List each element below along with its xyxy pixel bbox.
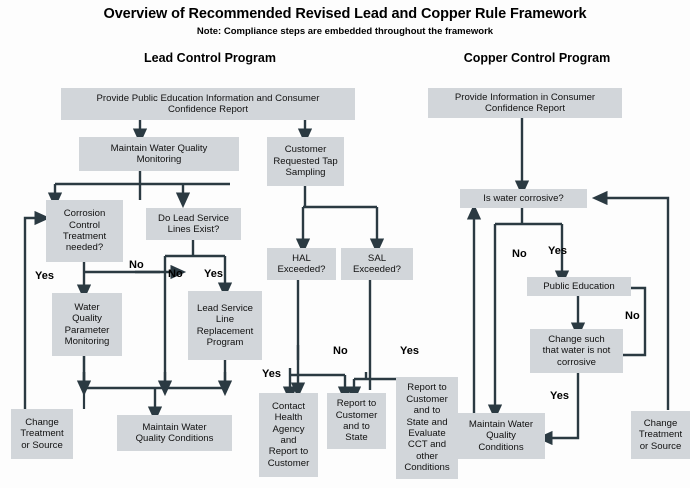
page-title: Overview of Recommended Revised Lead and… [103, 6, 587, 22]
edge-label-change-yes: Yes [550, 390, 569, 402]
node-cct-needed: Corrosion Control Treatment needed? [46, 200, 123, 262]
node-copper-change-treatment-or-source: Change Treatment or Source [631, 411, 690, 459]
node-hal-exceeded: HAL Exceeded? [267, 248, 336, 280]
node-report-evaluate-cct: Report to Customer and to State and Eval… [396, 377, 458, 479]
section-heading-lead: Lead Control Program [144, 51, 276, 65]
node-copper-maintain-wq-conditions: Maintain Water Quality Conditions [457, 413, 545, 459]
edge-label-hal-yes: Yes [262, 368, 281, 380]
node-lead-maintain-wq-conditions: Maintain Water Quality Conditions [117, 415, 232, 451]
node-public-education: Public Education [527, 277, 631, 296]
edge-label-corrosive-yes: Yes [548, 245, 567, 257]
edge-label-change-no: No [625, 310, 640, 322]
node-is-water-corrosive: Is water corrosive? [460, 189, 587, 208]
edge-label-lsl-yes: Yes [204, 268, 223, 280]
node-contact-health-agency: Contact Health Agency and Report to Cust… [259, 393, 318, 477]
node-change-water-not-corrosive: Change such that water is not corrosive [530, 329, 623, 373]
node-customer-requested-tap-sampling: Customer Requested Tap Sampling [267, 137, 344, 186]
node-provide-public-education: Provide Public Education Information and… [61, 88, 355, 120]
edge-label-sal-yes: Yes [400, 345, 419, 357]
node-lsl-replacement-program: Lead Service Line Replacement Program [188, 291, 262, 360]
edge-label-cct-no: No [129, 259, 144, 271]
node-sal-exceeded: SAL Exceeded? [341, 248, 413, 280]
node-lead-service-lines-exist: Do Lead Service Lines Exist? [146, 208, 241, 240]
edge-label-lsl-no: No [168, 268, 183, 280]
edge-label-cct-yes: Yes [35, 270, 54, 282]
page-subtitle-note: Note: Compliance steps are embedded thro… [196, 26, 494, 37]
node-wq-parameter-monitoring: Water Quality Parameter Monitoring [52, 293, 122, 356]
node-provide-info-ccr: Provide Information in Consumer Confiden… [428, 88, 622, 118]
edge-label-corrosive-no: No [512, 248, 527, 260]
node-lead-change-treatment-or-source: Change Treatment or Source [11, 409, 73, 459]
node-report-customer-and-state: Report to Customer and to State [327, 393, 386, 449]
node-maintain-wq-monitoring: Maintain Water Quality Monitoring [79, 137, 239, 171]
section-heading-copper: Copper Control Program [463, 51, 611, 65]
edge-label-hal-sal-no: No [333, 345, 348, 357]
